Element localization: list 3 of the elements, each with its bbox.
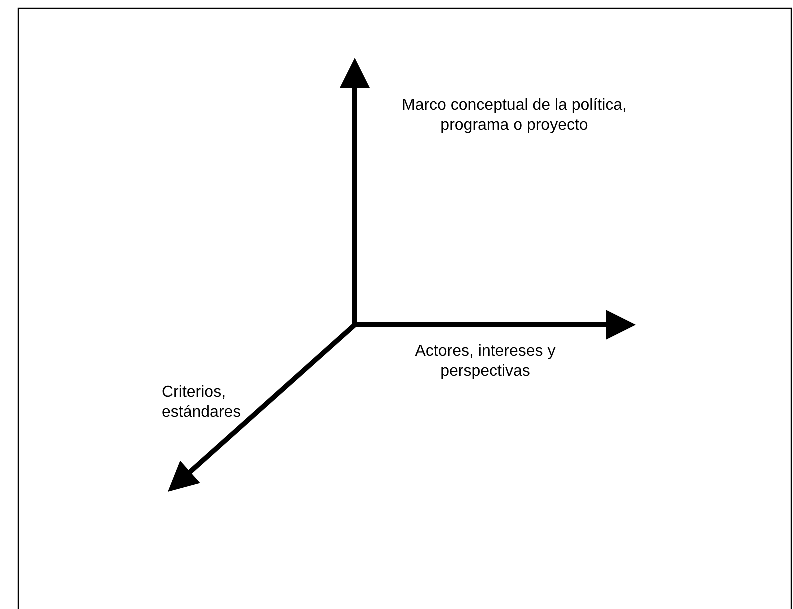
axis-label: Actores, intereses y perspectivas <box>414 342 557 382</box>
axis-label: Marco conceptual de la política, programa o proyecto <box>400 96 628 136</box>
axis-label: Criterios, estándares <box>162 383 242 423</box>
